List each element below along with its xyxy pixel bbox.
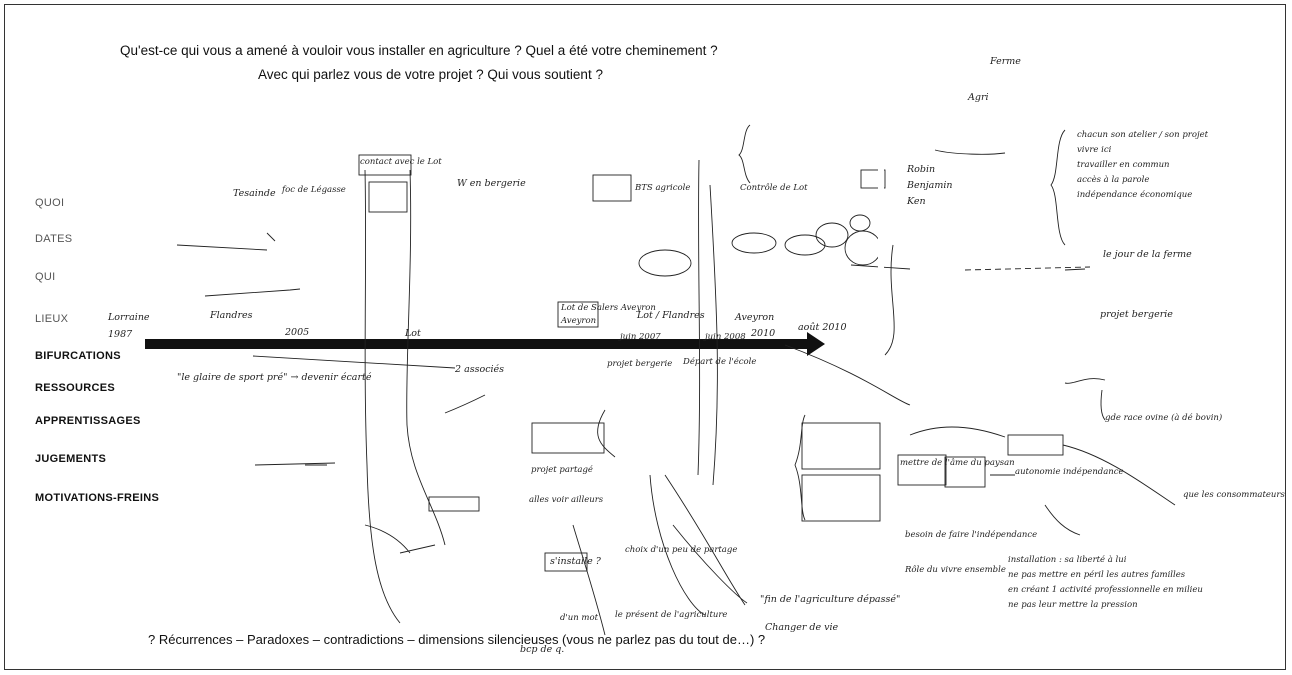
handwritten-note: Lorraine xyxy=(108,312,150,323)
handwritten-note: indépendance économique xyxy=(1077,190,1193,200)
question-recurrences: ? Récurrences – Paradoxes – contradictio… xyxy=(148,632,766,647)
row-label-motivations-freins: MOTIVATIONS-FREINS xyxy=(35,492,160,504)
handwritten-note: Départ de l'école xyxy=(683,357,757,367)
handwritten-note: gde race ovine (à dé bovin) xyxy=(1105,413,1223,423)
handwritten-note: juin 2008 xyxy=(705,332,746,342)
handwritten-note: chacun son atelier / son projet xyxy=(1077,130,1209,140)
handwritten-note: BTS agricole xyxy=(635,183,691,193)
handwritten-note: accès à la parole xyxy=(1077,175,1150,185)
handwritten-note: alles voir ailleurs xyxy=(529,495,604,505)
timeline-arrow-shaft xyxy=(145,339,810,349)
handwritten-note: Benjamin xyxy=(907,180,953,191)
handwritten-note: Flandres xyxy=(210,310,253,321)
handwritten-note: en créant 1 activité professionnelle en … xyxy=(1008,585,1203,595)
handwritten-note: installation : sa liberté à lui xyxy=(1008,555,1127,565)
handwritten-note: août 2010 xyxy=(798,322,847,333)
handwritten-note: ne pas leur mettre la pression xyxy=(1008,600,1138,610)
handwritten-note: choix d'un peu de partage xyxy=(625,545,738,555)
handwritten-note: juin 2007 xyxy=(620,332,661,342)
handwritten-note: Tesainde xyxy=(233,188,276,199)
handwritten-note: 1987 xyxy=(108,329,133,340)
handwritten-note: projet bergerie xyxy=(607,359,673,369)
handwritten-note: Rôle du vivre ensemble xyxy=(905,565,1006,575)
row-label-quoi: QUOI xyxy=(35,197,65,209)
handwritten-note: 2010 xyxy=(751,328,776,339)
handwritten-note: le présent de l'agriculture xyxy=(615,610,728,620)
handwritten-note: ne pas mettre en péril les autres famill… xyxy=(1008,570,1186,580)
handwritten-note: Changer de vie xyxy=(765,622,839,633)
handwritten-note: 2005 xyxy=(285,327,310,338)
handwritten-note: 2 associés xyxy=(455,364,505,375)
handwritten-note: foc de Légasse xyxy=(282,185,346,195)
handwritten-note: travailler en commun xyxy=(1077,160,1170,170)
handwritten-note: Lot de Salers Aveyron xyxy=(561,303,656,313)
handwritten-note: contact avec le Lot xyxy=(360,157,442,167)
handwritten-note: bcp de q. xyxy=(520,644,565,655)
handwritten-note: s'installe ? xyxy=(550,556,601,567)
handwritten-note: Ferme xyxy=(990,56,1021,67)
row-label-lieux: LIEUX xyxy=(35,313,69,325)
handwritten-note: vivre ici xyxy=(1077,145,1112,155)
handwritten-note: Robin xyxy=(907,164,936,175)
question-motivation: Qu'est-ce qui vous a amené à vouloir vou… xyxy=(120,43,718,58)
handwritten-note: autonomie indépendance xyxy=(1015,467,1124,477)
row-label-apprentissages: APPRENTISSAGES xyxy=(35,415,141,427)
handwritten-note: projet bergerie xyxy=(1100,309,1173,320)
handwritten-note: Ken xyxy=(907,196,926,207)
row-label-dates: DATES xyxy=(35,233,73,245)
handwritten-note: que les consommateurs (lesquels) soient … xyxy=(1183,490,1285,500)
timeline-arrow-head xyxy=(807,332,825,356)
row-label-ressources: RESSOURCES xyxy=(35,382,116,394)
handwritten-note: d'un mot xyxy=(560,613,599,623)
handwritten-note: besoin de faire l'indépendance xyxy=(905,530,1038,540)
handwritten-note: mettre de l'âme du paysan xyxy=(900,458,1015,468)
row-label-jugements: JUGEMENTS xyxy=(35,453,107,465)
row-label-qui: QUI xyxy=(35,271,56,283)
handwritten-note: Lot xyxy=(405,328,421,339)
question-support: Avec qui parlez vous de votre projet ? Q… xyxy=(258,67,603,82)
scan-seam xyxy=(878,5,884,377)
handwritten-note: "fin de l'agriculture dépassé" xyxy=(760,594,901,605)
handwritten-note: Agri xyxy=(968,92,989,103)
handwritten-note: le jour de la ferme xyxy=(1103,249,1192,260)
handwritten-note: projet partagé xyxy=(531,465,593,475)
handwritten-note: "le glaire de sport pré" → devenir écart… xyxy=(177,372,372,383)
row-label-bifurcations: BIFURCATIONS xyxy=(35,350,121,362)
interview-map-sheet: Qu'est-ce qui vous a amené à vouloir vou… xyxy=(4,4,1286,670)
handwritten-note: Aveyron xyxy=(735,312,775,323)
handwritten-note: Contrôle de Lot xyxy=(740,183,808,193)
handwritten-note: Aveyron xyxy=(561,316,597,326)
handwritten-note: W en bergerie xyxy=(457,178,526,189)
handwritten-note: Lot / Flandres xyxy=(637,310,705,321)
